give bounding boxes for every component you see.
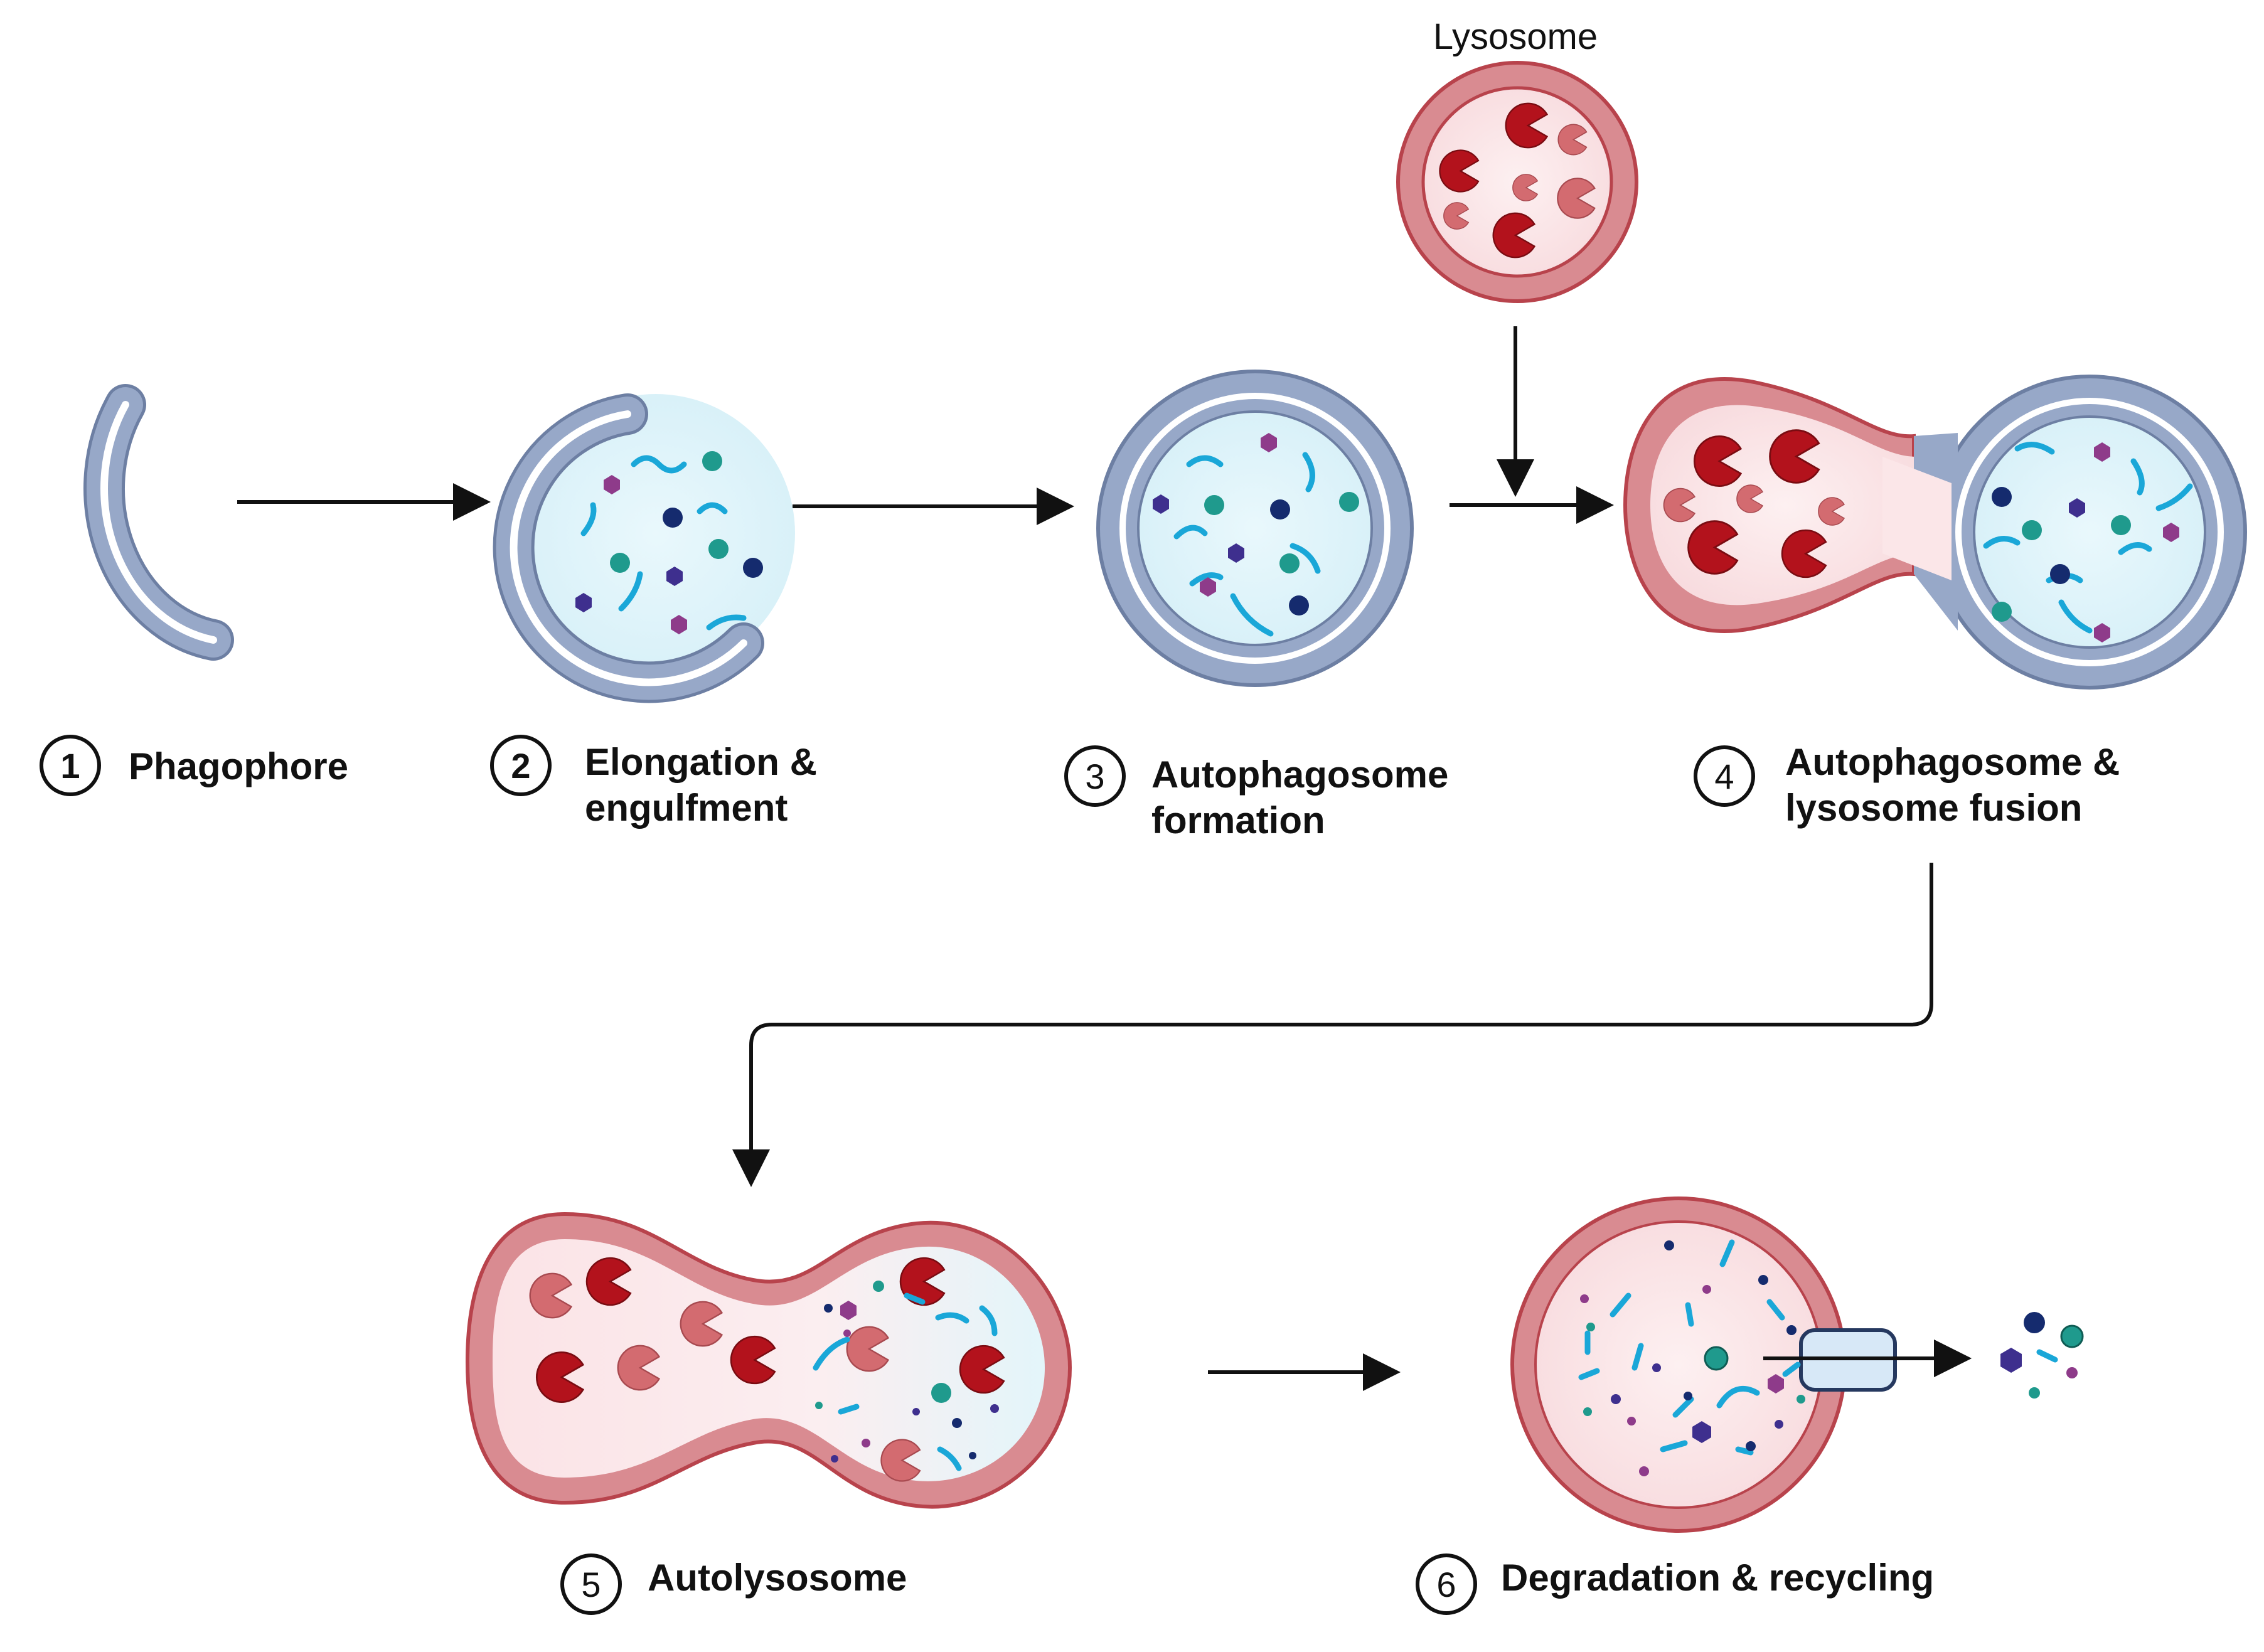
svg-text:Autophagosome &: Autophagosome & (1785, 741, 2120, 783)
svg-text:formation: formation (1151, 799, 1325, 841)
svg-text:1: 1 (60, 746, 80, 786)
step-5-label: 5 Autolysosome (560, 1553, 907, 1615)
svg-text:Elongation &: Elongation & (585, 741, 817, 783)
svg-text:2: 2 (511, 746, 530, 786)
svg-text:Autophagosome: Autophagosome (1151, 754, 1448, 796)
step-4-label: 4 Autophagosome & lysosome fusion (1694, 741, 2120, 829)
fusion-vesicle (1623, 375, 2247, 690)
svg-text:Degradation & recycling: Degradation & recycling (1501, 1557, 1934, 1599)
step-2-label: 2 Elongation & engulfment (490, 735, 817, 829)
svg-text:Autolysosome: Autolysosome (648, 1557, 907, 1599)
svg-text:engulfment: engulfment (585, 787, 788, 829)
autolysosome (465, 1212, 1072, 1509)
elongation-vesicle (493, 393, 795, 703)
svg-text:lysosome fusion: lysosome fusion (1785, 787, 2082, 829)
svg-text:4: 4 (1714, 757, 1734, 796)
lysosome-label: Lysosome (1433, 16, 1598, 57)
cargo (580, 455, 747, 631)
svg-text:Phagophore: Phagophore (129, 745, 348, 787)
arrow-4-to-5 (732, 863, 1933, 1187)
svg-text:3: 3 (1085, 757, 1104, 796)
degradation-vesicle (1510, 1196, 2084, 1533)
svg-text:5: 5 (581, 1565, 601, 1604)
phagophore (83, 384, 234, 661)
step-3-label: 3 Autophagosome formation (1064, 745, 1448, 841)
recycled-products (2000, 1312, 2084, 1399)
svg-text:6: 6 (1436, 1565, 1456, 1604)
lysosome (1396, 61, 1638, 303)
svg-text:Lysosome: Lysosome (1433, 16, 1598, 57)
step-1-label: 1 Phagophore (40, 735, 348, 796)
autophagosome (1096, 370, 1414, 687)
step-6-label: 6 Degradation & recycling (1416, 1553, 1934, 1615)
